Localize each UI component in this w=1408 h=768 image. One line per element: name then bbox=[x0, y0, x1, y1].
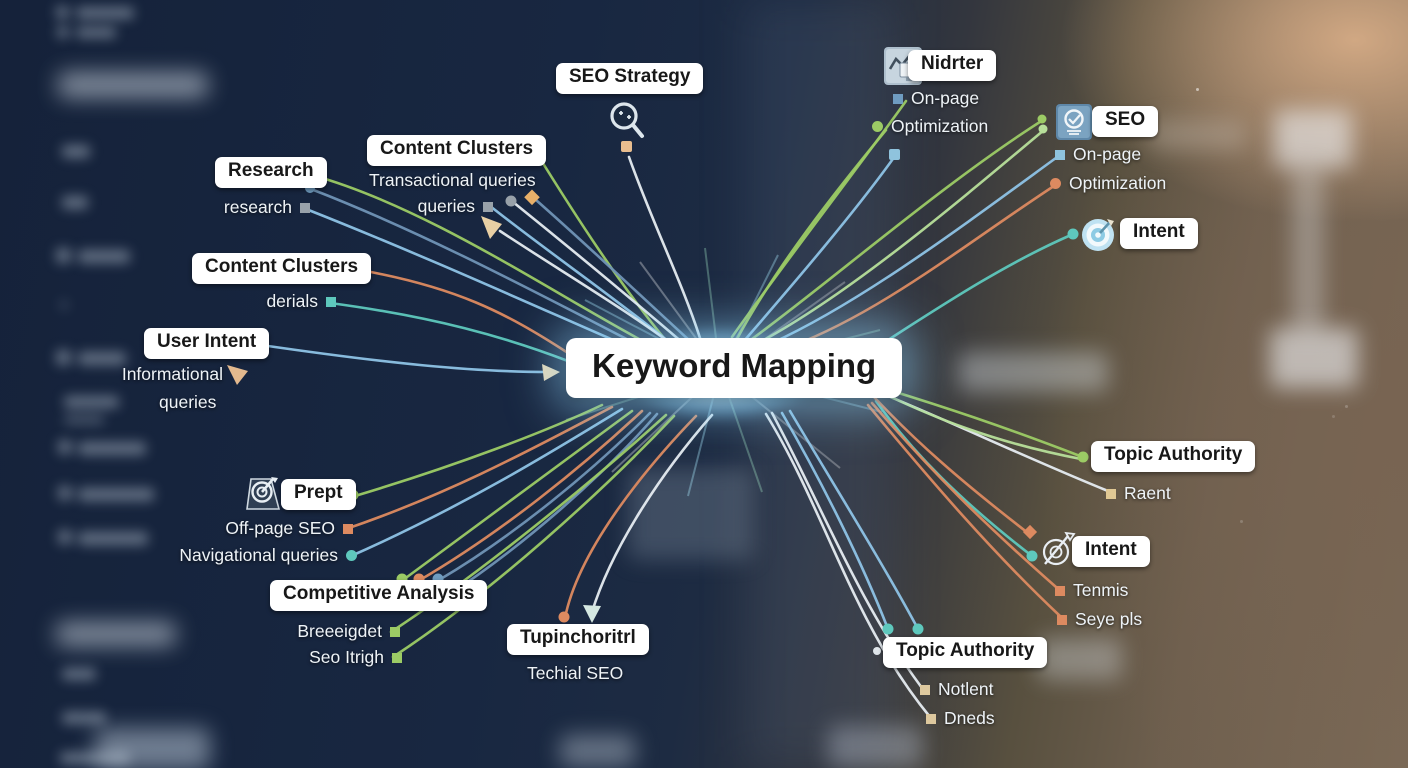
node-tupinchoritrl[interactable]: Tupinchoritrl bbox=[507, 624, 649, 655]
circle-bullet bbox=[1050, 178, 1061, 189]
node-topic-authority-bottom[interactable]: Topic Authority bbox=[883, 637, 1048, 668]
node-nidrter[interactable]: Nidrter bbox=[908, 50, 997, 81]
square-bullet bbox=[1057, 614, 1067, 625]
node-nidrter-child[interactable]: On-page bbox=[893, 88, 979, 109]
node-topic-authority-bottom-child[interactable]: Notlent bbox=[920, 679, 993, 700]
node-seo-strategy[interactable]: SEO Strategy bbox=[556, 63, 704, 94]
node-prept-child[interactable]: Navigational queries bbox=[179, 545, 357, 566]
node-seo-child[interactable]: On-page bbox=[1055, 144, 1141, 165]
node-topic-authority-right[interactable]: Topic Authority bbox=[1091, 441, 1256, 472]
node-topic-authority-right-child[interactable]: Raent bbox=[1106, 483, 1171, 504]
node-user-intent[interactable]: User Intent bbox=[144, 328, 270, 359]
node-user-intent-child[interactable]: Informational bbox=[121, 364, 223, 384]
bullseye-icon bbox=[1082, 219, 1114, 251]
dart-sketch-icon bbox=[1042, 531, 1076, 566]
central-node-keyword-mapping[interactable]: Keyword Mapping bbox=[566, 338, 903, 398]
square-bullet bbox=[392, 652, 402, 663]
square-bullet bbox=[1106, 488, 1116, 499]
dartboard-icon bbox=[246, 477, 281, 510]
square-bullet bbox=[920, 684, 930, 695]
circle-bullet bbox=[346, 550, 357, 561]
connector-paths bbox=[259, 99, 1110, 719]
node-content-clusters-left-child[interactable]: derials bbox=[266, 291, 336, 312]
node-prept[interactable]: Prept bbox=[281, 479, 356, 510]
square-bullet bbox=[893, 93, 903, 104]
node-content-clusters-left[interactable]: Content Clusters bbox=[192, 253, 372, 284]
square-bullet bbox=[343, 523, 353, 534]
seo-emblem-icon bbox=[1056, 104, 1092, 140]
square-bullet bbox=[926, 713, 936, 724]
node-seo[interactable]: SEO bbox=[1092, 106, 1159, 137]
node-research[interactable]: Research bbox=[215, 157, 327, 188]
node-prept-child[interactable]: Off-page SEO bbox=[225, 518, 353, 539]
node-content-clusters-top[interactable]: Content Clusters bbox=[367, 135, 547, 166]
node-intent-top[interactable]: Intent bbox=[1120, 218, 1198, 249]
node-nidrter-child[interactable]: Optimization bbox=[872, 116, 988, 137]
node-content-clusters-top-child[interactable]: Transactional queries bbox=[369, 170, 536, 190]
square-bullet bbox=[390, 626, 400, 637]
node-intent-right[interactable]: Intent bbox=[1072, 536, 1150, 567]
node-intent-right-child[interactable]: Tenmis bbox=[1055, 580, 1128, 601]
circle-bullet bbox=[872, 121, 883, 132]
node-content-clusters-top-child[interactable]: queries bbox=[418, 196, 493, 217]
node-intent-right-child[interactable]: Seye pls bbox=[1057, 609, 1142, 630]
square-bullet bbox=[1055, 149, 1065, 160]
node-topic-authority-bottom-child[interactable]: Dneds bbox=[926, 708, 995, 729]
arrow-markers bbox=[227, 216, 601, 623]
node-competitive-analysis[interactable]: Competitive Analysis bbox=[270, 580, 488, 611]
node-seo-child[interactable]: Optimization bbox=[1050, 173, 1166, 194]
square-bullet bbox=[1055, 585, 1065, 596]
magnifier-icon bbox=[610, 102, 644, 138]
node-competitive-analysis-child[interactable]: Breeeigdet bbox=[297, 621, 400, 642]
square-bullet bbox=[326, 296, 336, 307]
square-bullet bbox=[483, 201, 493, 212]
node-tupinchoritrl-child[interactable]: Techial SEO bbox=[527, 663, 624, 683]
node-user-intent-child[interactable]: queries bbox=[159, 392, 217, 412]
square-bullet bbox=[300, 202, 310, 213]
node-competitive-analysis-child[interactable]: Seo Itrigh bbox=[309, 647, 402, 668]
node-research-child[interactable]: research bbox=[224, 197, 310, 218]
